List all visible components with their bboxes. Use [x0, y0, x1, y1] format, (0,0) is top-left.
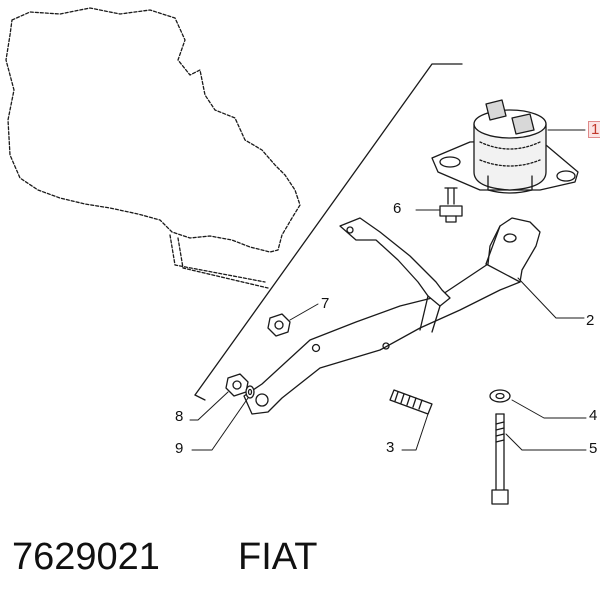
callout-7[interactable]: 7 — [321, 295, 330, 312]
nut-part-8 — [225, 373, 249, 397]
callout-2[interactable]: 2 — [586, 312, 595, 329]
exploded-parts-diagram — [5, 7, 587, 505]
bolt-part-6 — [439, 187, 463, 223]
stud-part-3 — [389, 389, 433, 415]
brand-name: FIAT — [238, 536, 318, 578]
callout-3[interactable]: 3 — [386, 439, 395, 456]
leader-lines — [189, 129, 587, 451]
assembly-boundary-line — [194, 63, 463, 401]
callout-6[interactable]: 6 — [393, 200, 402, 217]
callout-4[interactable]: 4 — [589, 407, 598, 424]
part-caption: 7629021 FIAT — [12, 536, 592, 586]
callout-5[interactable]: 5 — [589, 440, 598, 457]
washer-part-4 — [489, 389, 511, 403]
mount-bracket — [243, 217, 541, 415]
callout-8[interactable]: 8 — [175, 408, 184, 425]
engine-mount — [431, 99, 579, 194]
long-bolt-part-5 — [491, 413, 509, 505]
nut-part-7 — [267, 313, 291, 337]
callout-1[interactable]: 1 — [588, 121, 600, 138]
part-number: 7629021 — [12, 536, 160, 578]
gearbox-housing-outline — [5, 7, 301, 289]
callout-9[interactable]: 9 — [175, 440, 184, 457]
washer-part-9 — [245, 385, 255, 399]
